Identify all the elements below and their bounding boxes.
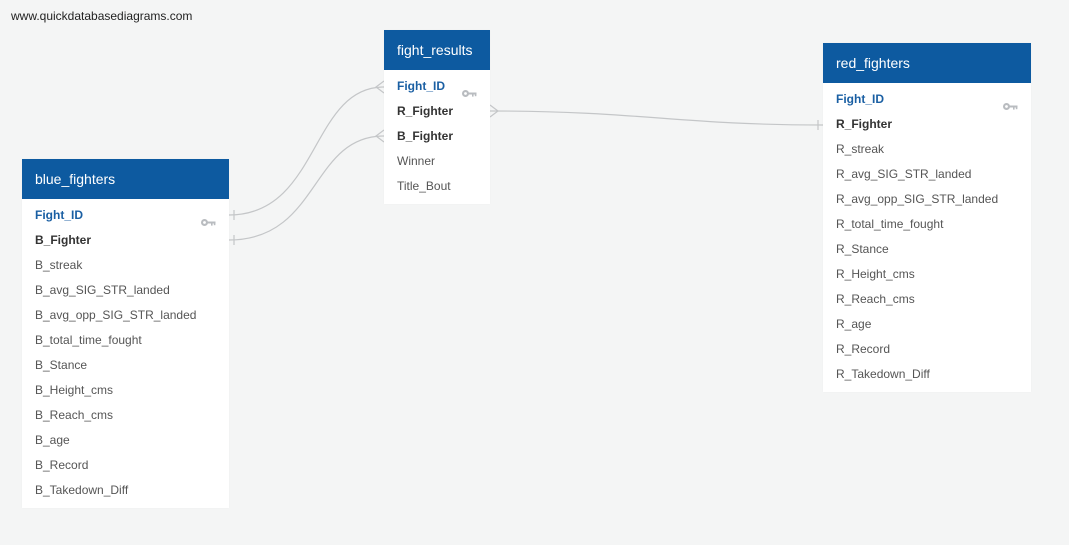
table-title[interactable]: fight_results [384,30,490,70]
column-row[interactable]: B_avg_opp_SIG_STR_landed [22,303,229,328]
column-name: R_avg_opp_SIG_STR_landed [836,192,999,206]
column-row[interactable]: B_Stance [22,353,229,378]
column-name: R_Takedown_Diff [836,367,930,381]
column-name: R_age [836,317,872,331]
table-title[interactable]: red_fighters [823,43,1031,83]
column-row[interactable]: R_Height_cms [823,262,1031,287]
watermark-link[interactable]: www.quickdatabasediagrams.com [11,9,193,23]
column-row[interactable]: Fight_ID [384,74,490,99]
column-row[interactable]: Title_Bout [384,174,490,199]
column-row[interactable]: B_Fighter [22,228,229,253]
column-row[interactable]: R_Record [823,337,1031,362]
column-row[interactable]: Winner [384,149,490,174]
primary-key-icon [1002,95,1018,110]
column-name: B_avg_SIG_STR_landed [35,283,170,297]
connector-b-fighter [228,135,385,241]
column-row[interactable]: R_Takedown_Diff [823,362,1031,387]
column-name: B_Reach_cms [35,408,114,422]
column-name: B_Fighter [397,129,454,143]
column-name: B_Stance [35,358,88,372]
column-name: B_Takedown_Diff [35,483,129,497]
column-row[interactable]: R_total_time_fought [823,212,1031,237]
column-row[interactable]: R_age [823,312,1031,337]
column-row[interactable]: R_Fighter [823,112,1031,137]
connector-fight-id [228,86,385,216]
column-row[interactable]: Fight_ID [823,87,1031,112]
column-row[interactable]: R_Stance [823,237,1031,262]
connector-many-marker [375,80,385,94]
column-name: B_age [35,433,70,447]
column-name: Fight_ID [397,79,445,93]
column-row[interactable]: R_avg_opp_SIG_STR_landed [823,187,1031,212]
column-row[interactable]: R_avg_SIG_STR_landed [823,162,1031,187]
primary-key-icon [200,211,216,226]
column-name: R_streak [836,142,885,156]
column-name: R_Height_cms [836,267,915,281]
column-row[interactable]: B_Takedown_Diff [22,478,229,503]
column-name: R_Stance [836,242,889,256]
connector-many-marker [489,104,499,118]
column-row[interactable]: R_streak [823,137,1031,162]
column-row[interactable]: B_avg_SIG_STR_landed [22,278,229,303]
column-row[interactable]: B_Reach_cms [22,403,229,428]
column-name: Fight_ID [836,92,884,106]
column-row[interactable]: B_Height_cms [22,378,229,403]
column-row[interactable]: R_Fighter [384,99,490,124]
column-name: R_Fighter [836,117,893,131]
connector-many-marker [375,129,385,143]
column-name: R_total_time_fought [836,217,944,231]
column-row[interactable]: B_age [22,428,229,453]
column-name: B_Height_cms [35,383,114,397]
column-name: B_Record [35,458,89,472]
column-name: B_avg_opp_SIG_STR_landed [35,308,197,322]
column-name: Fight_ID [35,208,83,222]
column-name: R_Reach_cms [836,292,915,306]
column-row[interactable]: B_Fighter [384,124,490,149]
column-row[interactable]: B_Record [22,453,229,478]
table-title[interactable]: blue_fighters [22,159,229,199]
column-name: Winner [397,154,436,168]
column-row[interactable]: B_streak [22,253,229,278]
column-row[interactable]: R_Reach_cms [823,287,1031,312]
column-row[interactable]: Fight_ID [22,203,229,228]
column-name: B_total_time_fought [35,333,142,347]
connector-r-fighter [489,110,824,126]
column-name: R_Fighter [397,104,454,118]
column-name: R_avg_SIG_STR_landed [836,167,972,181]
column-name: Title_Bout [397,179,451,193]
column-name: B_streak [35,258,83,272]
column-name: B_Fighter [35,233,92,247]
primary-key-icon [461,82,477,97]
column-name: R_Record [836,342,891,356]
column-row[interactable]: B_total_time_fought [22,328,229,353]
